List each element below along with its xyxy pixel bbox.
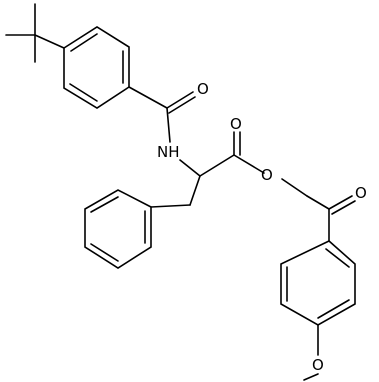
amide-oxygen-label: O	[197, 80, 209, 98]
benzyl-phenyl-ring	[84, 189, 152, 269]
double-bond-inner	[69, 83, 98, 102]
double-bond-inner	[325, 248, 350, 268]
tert-butylphenyl-ring	[63, 26, 130, 109]
tert-butyl-group	[5, 3, 65, 63]
amino-acid-backbone	[150, 131, 265, 208]
double-bond-inner	[90, 243, 119, 262]
ring-outline	[63, 26, 130, 109]
ring-outline	[84, 189, 152, 269]
ketone-oxygen-label: O	[355, 184, 367, 202]
double-bond	[331, 200, 356, 215]
double-bond	[168, 96, 196, 114]
bond	[303, 373, 319, 381]
bond	[281, 178, 308, 197]
bond	[199, 154, 235, 177]
bond	[166, 107, 171, 143]
ester-oxygen-label: O	[261, 166, 273, 184]
double-bond-inner	[70, 33, 98, 52]
bond	[128, 86, 168, 109]
bond	[179, 159, 201, 177]
methoxy-group	[303, 324, 319, 381]
ether-oxygen-label: O	[312, 356, 324, 374]
bond	[150, 204, 191, 208]
double-bond-inner	[90, 196, 119, 213]
bond	[189, 175, 201, 206]
bond	[306, 195, 330, 210]
methoxyphenyl-ring	[280, 240, 356, 326]
double-bond	[328, 195, 353, 210]
double-bond-inner	[317, 299, 350, 319]
bond	[233, 154, 265, 174]
ring-outline	[280, 240, 356, 326]
phenacyl-linker	[281, 178, 356, 242]
amide-nitrogen-label: NH	[157, 143, 180, 161]
double-bond	[166, 91, 194, 109]
ester-carbonyl-oxygen-label: O	[230, 115, 242, 133]
bond	[34, 34, 65, 49]
amide-carbonyl	[128, 86, 196, 143]
